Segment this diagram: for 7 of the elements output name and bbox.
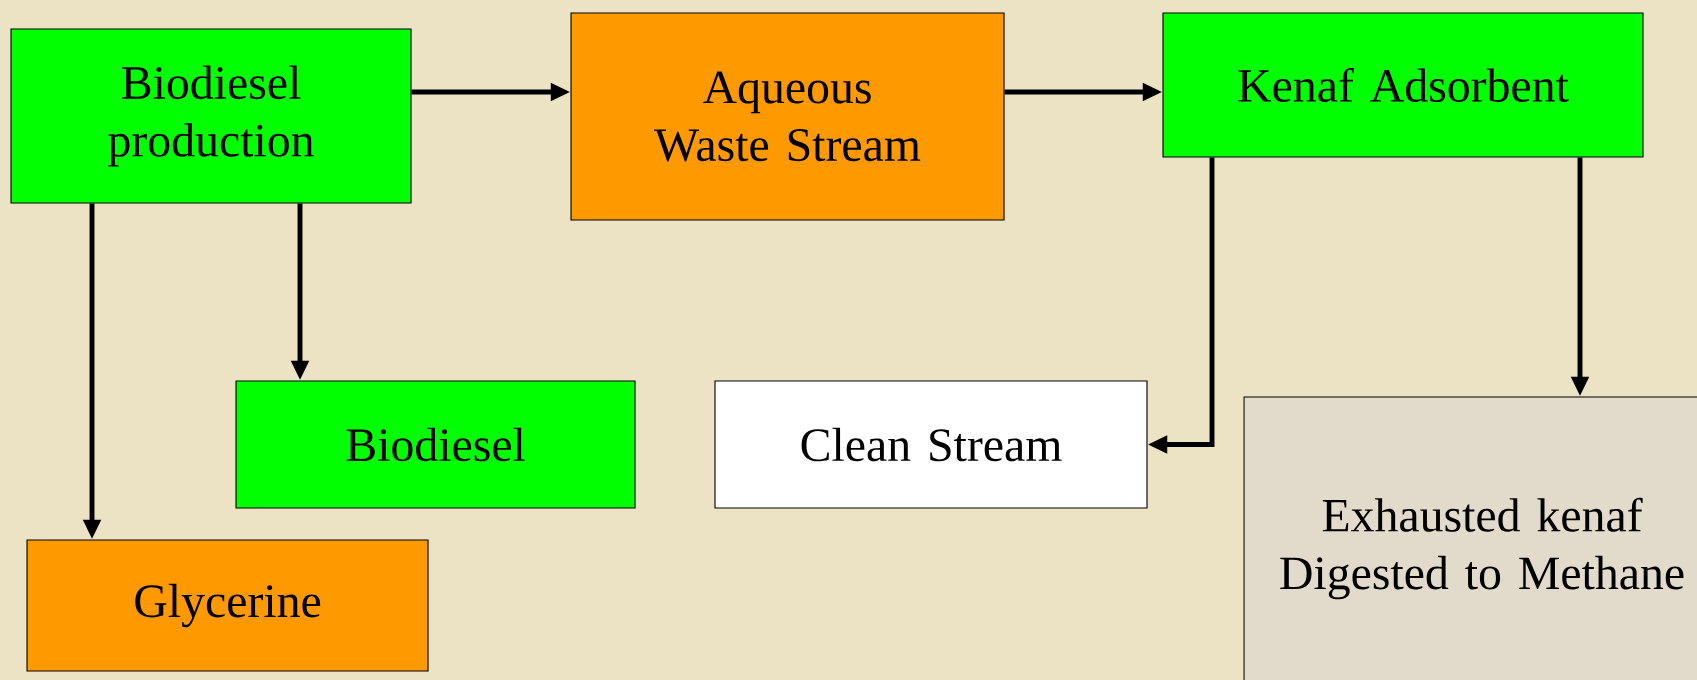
process-box: Biodiesel (235, 380, 636, 509)
process-box: Exhausted kenaf Digested to Methane (1243, 396, 1697, 680)
process-box: Aqueous Waste Stream (570, 12, 1005, 221)
process-box: Glycerine (26, 539, 429, 672)
process-box: Biodiesel production (10, 28, 412, 204)
process-box: Kenaf Adsorbent (1162, 12, 1644, 158)
process-box: Clean Stream (714, 380, 1148, 509)
